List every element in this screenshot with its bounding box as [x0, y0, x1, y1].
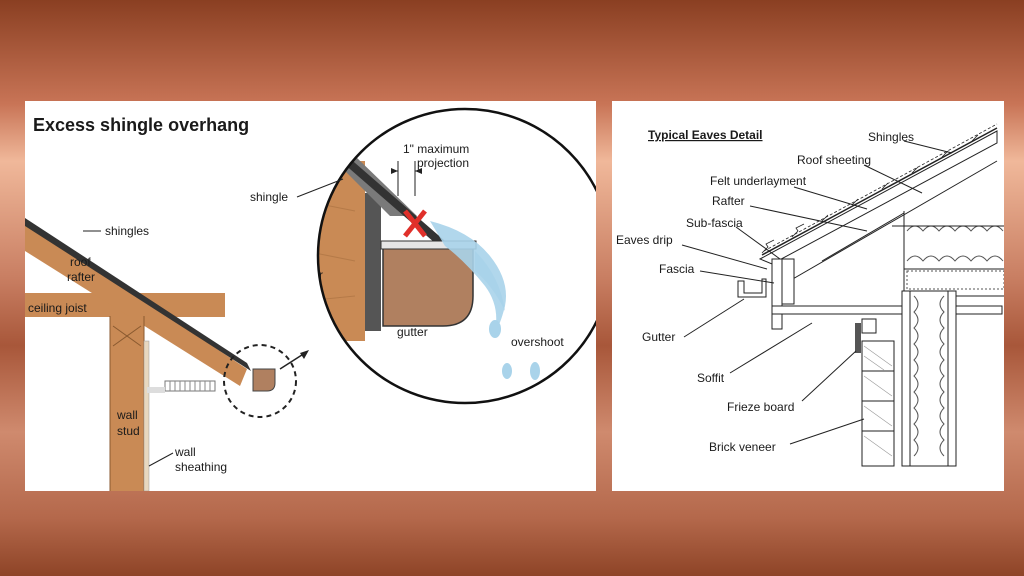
brick-veneer	[861, 340, 895, 467]
label-max-projection-1: 1" maximum	[403, 142, 469, 156]
label-stud: stud	[117, 424, 140, 438]
label-rafter: rafter	[67, 270, 95, 284]
typical-eaves-detail-diagram: Typical Eaves Detail	[616, 123, 1004, 467]
label-shingles: Shingles	[868, 130, 914, 144]
label-shingle: shingle	[250, 190, 288, 204]
right-diagram-panel: Typical Eaves Detail	[612, 101, 1004, 491]
label-shingles: shingles	[105, 224, 149, 238]
label-felt-underlayment: Felt underlayment	[710, 174, 807, 188]
detail-callout-circle	[223, 344, 297, 418]
roof-rafter	[25, 221, 247, 386]
label-wall-sheathing-2: sheathing	[175, 460, 227, 474]
label-roof-sheeting: Roof sheeting	[797, 153, 871, 167]
zoom-circle-outline	[316, 107, 596, 405]
zoom-detail: rafter gutter 1" maximum projection over…	[295, 109, 596, 403]
label-gutter: Gutter	[642, 330, 675, 344]
label-sub-fascia: Sub-fascia	[686, 216, 743, 230]
left-title: Excess shingle overhang	[33, 115, 249, 135]
label-brick-veneer: Brick veneer	[709, 440, 776, 454]
excess-shingle-overhang-diagram: Excess shingle overhang shingles roof ra…	[25, 107, 596, 491]
small-gutter	[252, 368, 276, 392]
label-max-projection-2: projection	[417, 156, 469, 170]
label-soffit: Soffit	[697, 371, 725, 385]
wall-sheathing	[143, 340, 150, 491]
right-title: Typical Eaves Detail	[648, 128, 763, 142]
label-wall: wall	[116, 408, 138, 422]
label-gutter-detail: gutter	[397, 325, 428, 339]
shingles-line	[25, 218, 251, 371]
label-ceiling-joist: ceiling joist	[28, 301, 87, 315]
label-overshoot: overshoot	[511, 335, 564, 349]
left-diagram-panel: Excess shingle overhang shingles roof ra…	[25, 101, 596, 491]
label-rafter-detail: rafter	[295, 268, 323, 282]
wall-stud	[110, 316, 144, 491]
label-frieze-board: Frieze board	[727, 400, 794, 414]
label-wall-sheathing-1: wall	[174, 445, 196, 459]
label-eaves-drip: Eaves drip	[616, 233, 673, 247]
label-roof: roof	[70, 255, 91, 269]
label-rafter: Rafter	[712, 194, 745, 208]
label-fascia: Fascia	[659, 262, 695, 276]
